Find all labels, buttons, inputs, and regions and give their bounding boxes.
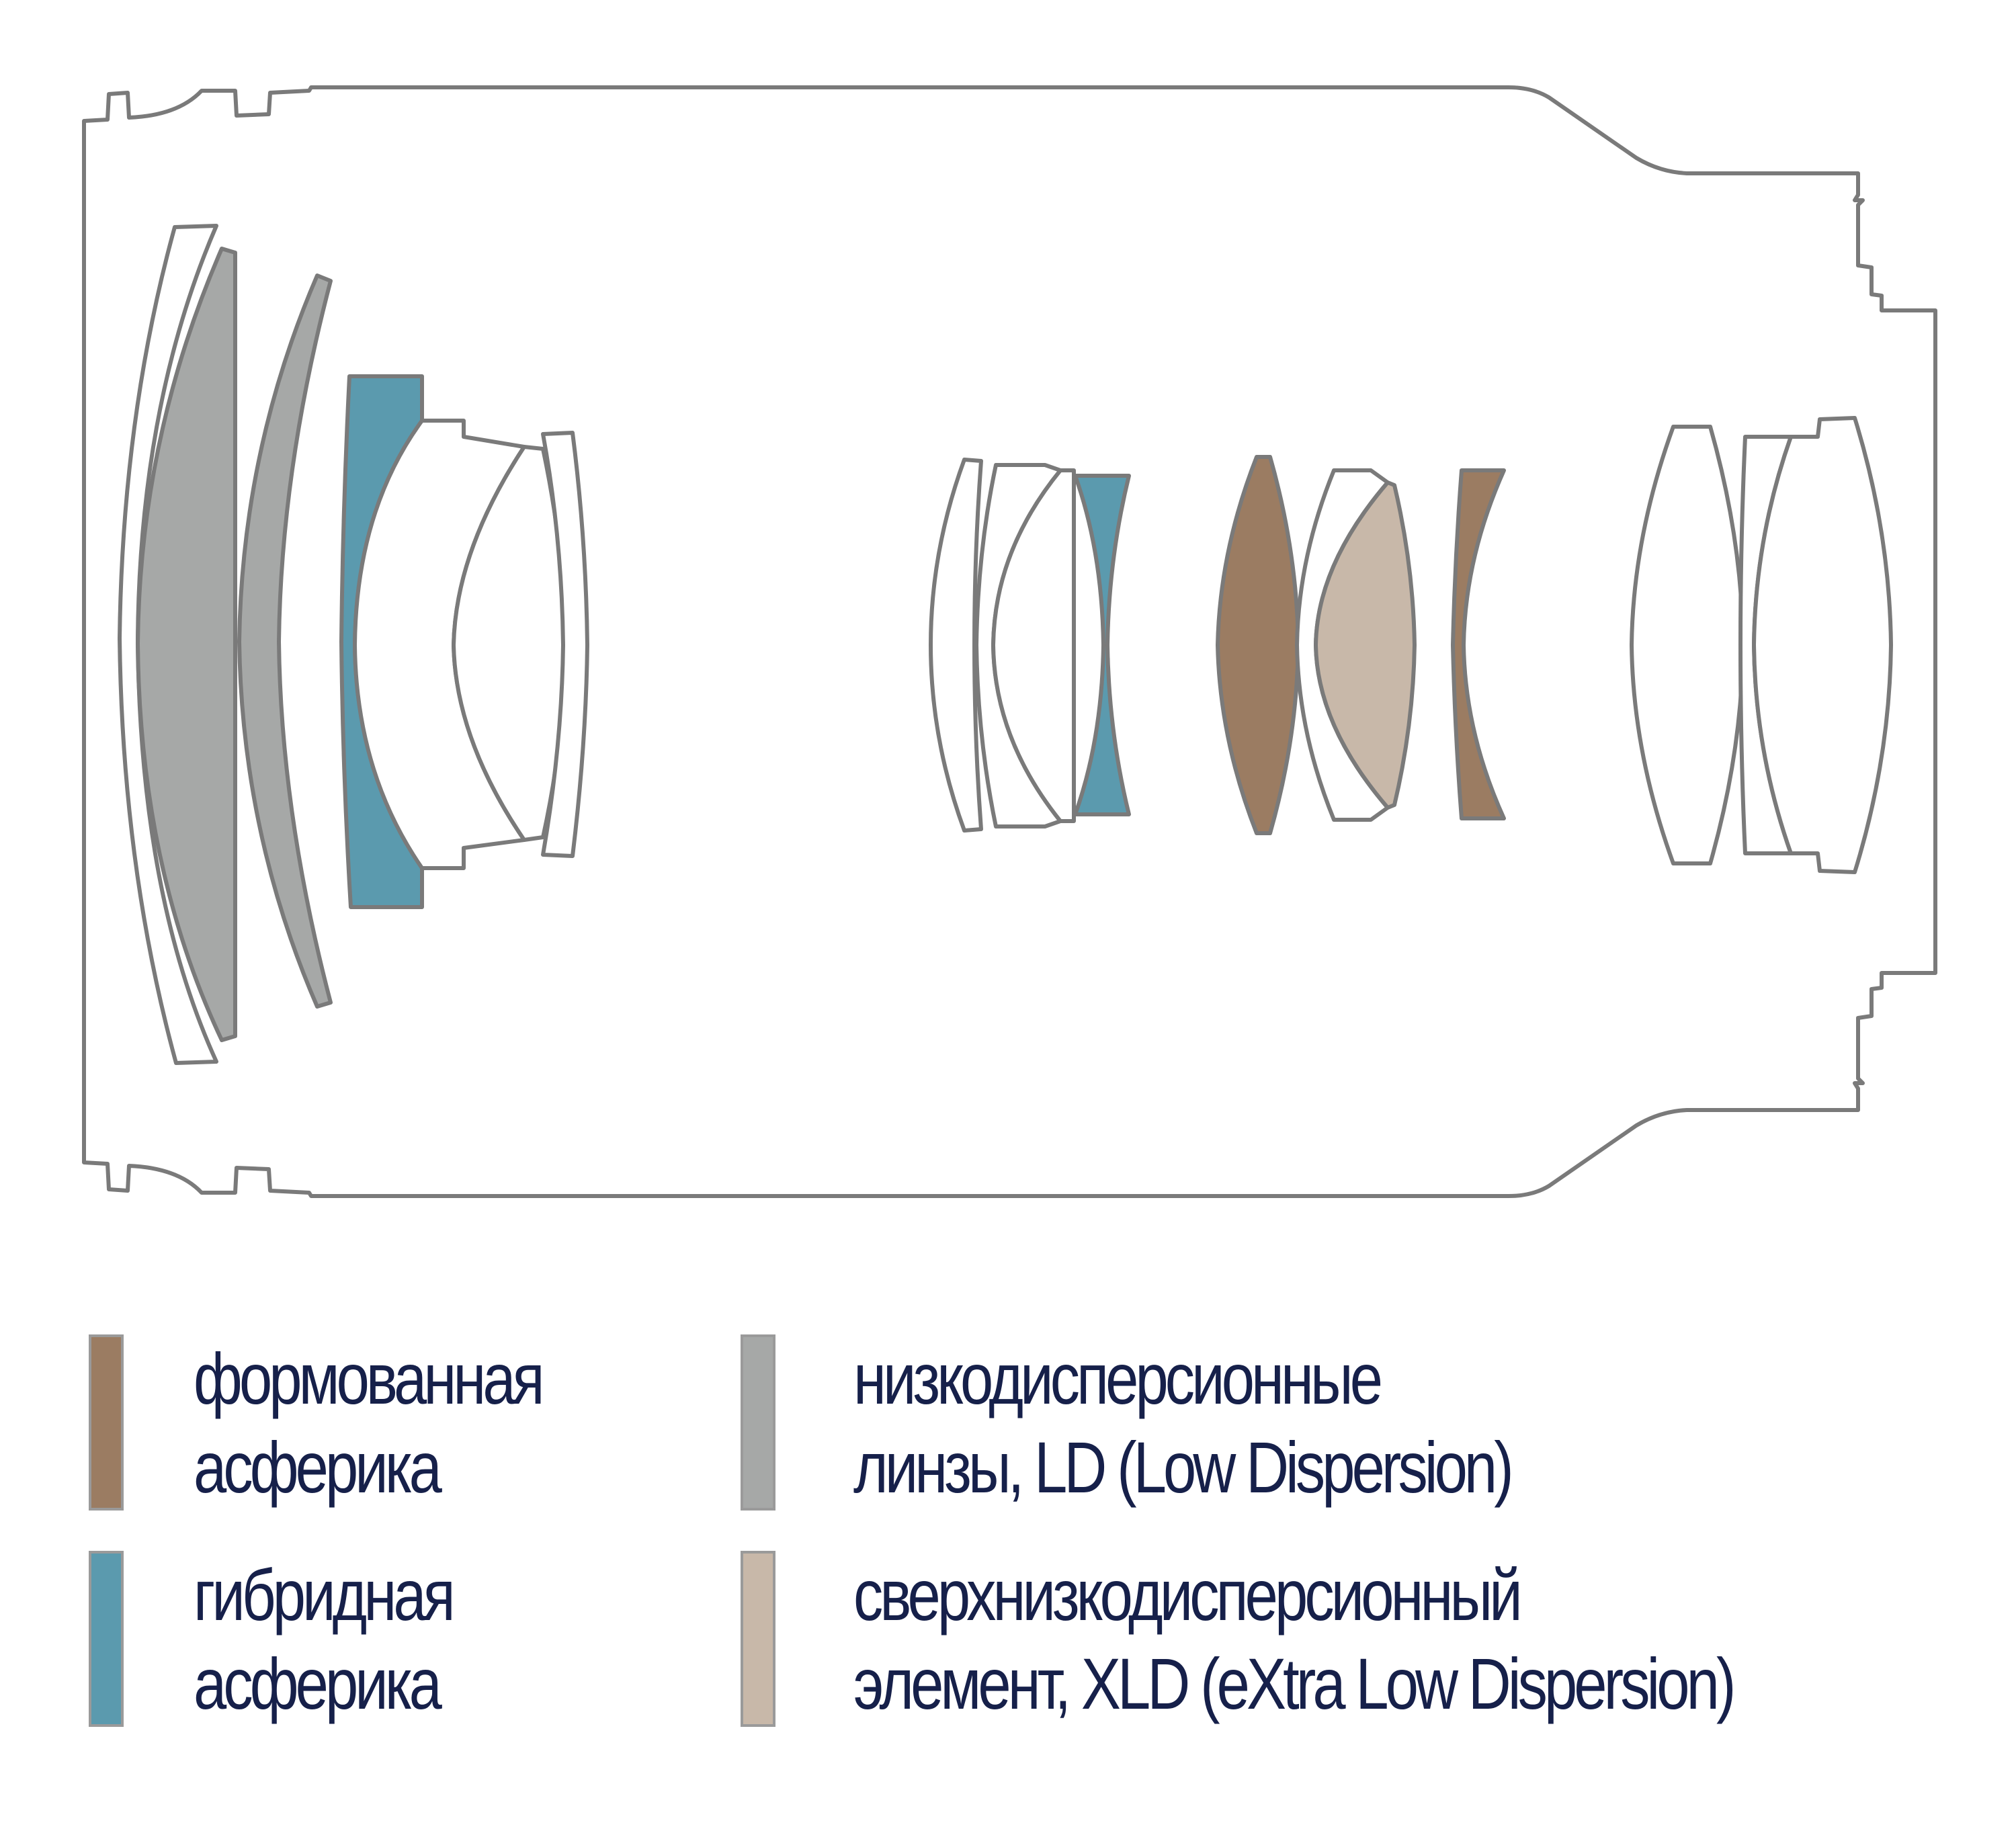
- swatch-low-dispersion: [741, 1334, 775, 1511]
- lens-ld-2: [237, 273, 333, 1009]
- lens-ld-1: [136, 247, 237, 1042]
- legend-label-line1: формованная: [194, 1338, 545, 1419]
- swatch-molded-aspherical: [89, 1334, 124, 1511]
- lens-mid-3: [991, 468, 1076, 823]
- lens-diagram: [82, 85, 1937, 1198]
- legend-label: гибридная асферика: [194, 1551, 456, 1728]
- lens-mid-1: [929, 458, 983, 833]
- legend-label: сверхнизкодисперсионный элемент, XLD (eX…: [853, 1551, 1736, 1728]
- legend-label-line1: низкодисперсионные: [853, 1338, 1383, 1419]
- swatch-extra-low-dispersion: [741, 1551, 775, 1727]
- legend-label-line2: элемент, XLD (eXtra Low Dispersion): [853, 1643, 1736, 1724]
- legend-label-line1: гибридная: [194, 1554, 456, 1635]
- legend: формованная асферика гибридная асферика …: [0, 1277, 2016, 1801]
- swatch-hybrid-aspherical: [89, 1551, 124, 1727]
- lens-molded-aspherical-1: [1216, 455, 1300, 835]
- lens-front-thin: [541, 431, 589, 858]
- legend-label-line1: сверхнизкодисперсионный: [853, 1554, 1523, 1635]
- lens-hybrid-aspherical-2: [1073, 474, 1131, 816]
- legend-label-line2: асферика: [194, 1643, 442, 1724]
- lens-xld: [1314, 480, 1417, 810]
- legend-label: формованная асферика: [194, 1334, 545, 1512]
- lens-barrel-outline: [82, 85, 1937, 1198]
- lens-rear-1: [1630, 425, 1745, 865]
- lens-rear-3: [1752, 416, 1893, 874]
- lens-molded-aspherical-2: [1451, 468, 1506, 820]
- legend-label: низкодисперсионные линзы, LD (Low Disper…: [853, 1334, 1514, 1512]
- legend-label-line2: линзы, LD (Low Dispersion): [853, 1427, 1514, 1508]
- lens-front-meniscus-1: [118, 224, 218, 1065]
- legend-label-line2: асферика: [194, 1427, 442, 1508]
